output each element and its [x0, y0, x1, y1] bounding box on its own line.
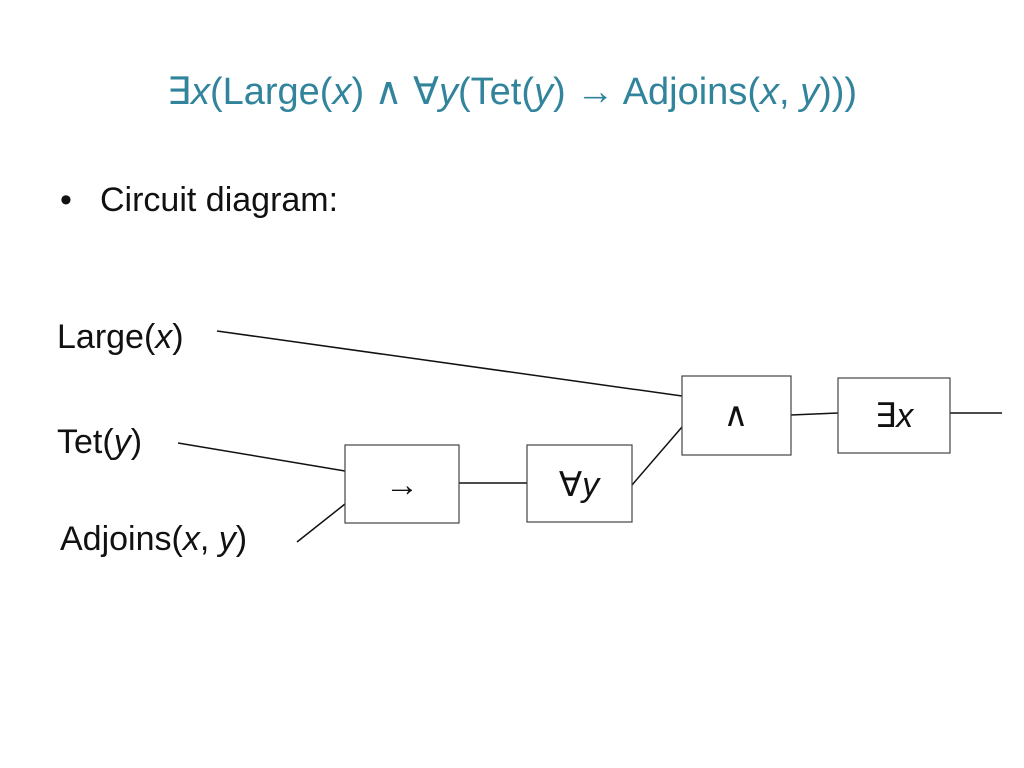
- wire-large-to-and: [216, 330, 683, 397]
- wire-tet-to-implies: [177, 442, 346, 472]
- title-var-x: x: [190, 71, 210, 113]
- title-comma: ,: [778, 71, 801, 113]
- title-open-tet: (Tet(: [458, 71, 535, 113]
- implies-gate: →: [344, 444, 460, 524]
- exists-gate-label: ∃x: [875, 397, 914, 435]
- title-exists-symbol: ∃: [166, 71, 191, 113]
- title-var-x2: x: [332, 71, 352, 113]
- title-closing: ))): [819, 71, 858, 113]
- and-gate: ∧: [681, 375, 792, 456]
- bullet-text: Circuit diagram:: [100, 181, 339, 219]
- title-open-large: (Large(: [209, 71, 333, 113]
- slide-title: ∃x(Large(x) ∧ ∀y(Tet(y) → Adjoins(x, y))…: [0, 70, 1024, 116]
- wire-forall-to-and: [631, 426, 683, 486]
- title-var-y2: y: [534, 71, 554, 113]
- forall-gate-box: [526, 444, 633, 523]
- wire-and-to-exists: [790, 412, 839, 416]
- title-var-x3: x: [759, 71, 779, 113]
- and-gate-symbol: ∧: [724, 396, 749, 434]
- title-close-and: ) ∧ ∀: [351, 71, 440, 113]
- input-tet-label: Tet(y): [57, 423, 142, 461]
- input-large-label: Large(x): [57, 318, 184, 356]
- bullet-dot: •: [60, 181, 72, 219]
- forall-gate-label: ∀y: [559, 466, 601, 504]
- wire-adjoins-to-implies: [296, 503, 346, 543]
- forall-gate: ∀y: [526, 444, 633, 523]
- bullet-item: • Circuit diagram:: [60, 180, 338, 221]
- title-var-y3: y: [800, 71, 820, 113]
- exists-gate: ∃x: [837, 377, 951, 454]
- input-adjoins-label: Adjoins(x, y): [60, 520, 247, 558]
- implies-gate-symbol: →: [385, 466, 419, 504]
- implies-gate-box: [344, 444, 460, 524]
- and-gate-box: [681, 375, 792, 456]
- title-arrow-adjoins: ) → Adjoins(: [553, 71, 760, 113]
- title-var-y: y: [439, 71, 459, 113]
- exists-gate-box: [837, 377, 951, 454]
